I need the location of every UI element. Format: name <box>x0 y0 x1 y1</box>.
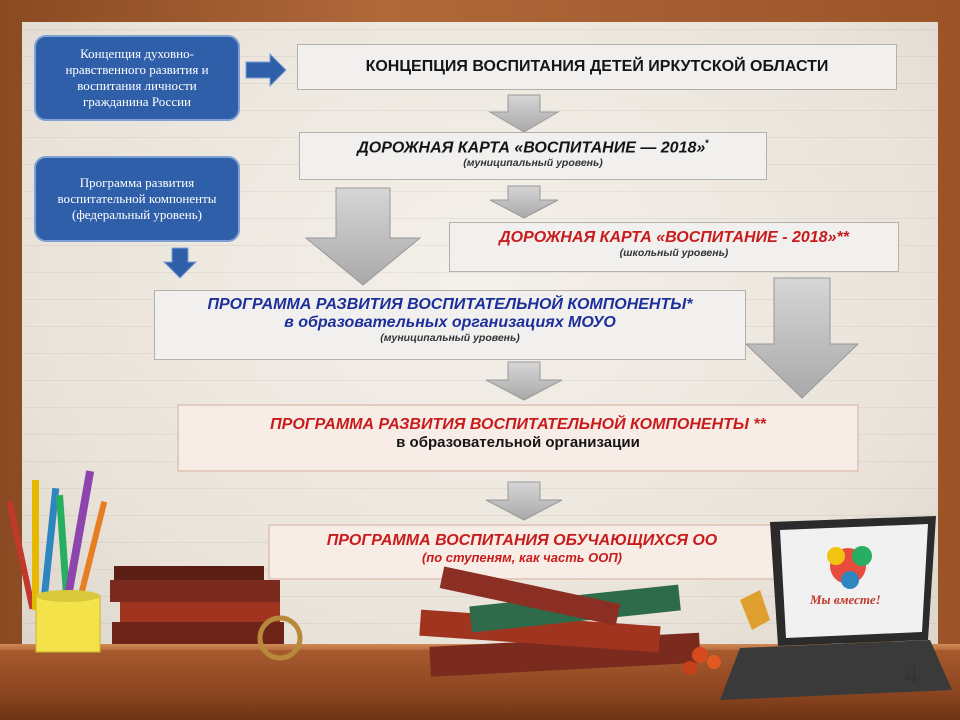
roadmap-school-title: ДОРОЖНАЯ КАРТА «ВОСПИТАНИЕ - 2018»** <box>499 229 849 246</box>
arrow-down-4 <box>485 481 563 521</box>
arrow-down-big-left <box>304 187 422 286</box>
roadmap-school-box: ДОРОЖНАЯ КАРТА «ВОСПИТАНИЕ - 2018»** (шк… <box>449 222 899 272</box>
program-org-subtitle: в образовательной организации <box>396 434 640 451</box>
arrow-down-big-right <box>744 277 860 399</box>
program-students-title: ПРОГРАММА ВОСПИТАНИЯ ОБУЧАЮЩИХСЯ ОО <box>326 532 718 549</box>
program-mouo-level: (муниципальный уровень) <box>380 332 520 344</box>
program-mouo-subtitle: в образовательных организациях МОУО <box>284 314 616 331</box>
concept-russia-text: Концепция духовно-нравственного развития… <box>65 46 209 109</box>
arrow-down-3 <box>485 361 563 401</box>
program-students-subtitle: (по ступеням, как часть ООП) <box>421 550 623 565</box>
program-students-box: ПРОГРАММА ВОСПИТАНИЯ ОБУЧАЮЩИХСЯ ОО (по … <box>268 524 776 580</box>
slide-number: 4 <box>905 660 918 689</box>
laptop-caption: Мы вместе! <box>810 592 881 607</box>
concept-irkutsk-title: КОНЦЕПЦИЯ ВОСПИТАНИЯ ДЕТЕЙ ИРКУТСКОЙ ОБЛ… <box>365 58 829 75</box>
arrow-down-2 <box>489 185 559 219</box>
concept-russia-box: Концепция духовно-нравственного развития… <box>34 35 240 121</box>
program-org-title: ПРОГРАММА РАЗВИТИЯ ВОСПИТАТЕЛЬНОЙ КОМПОН… <box>270 416 766 433</box>
book-pile-icon <box>419 566 701 677</box>
laptop-icon <box>720 516 952 700</box>
program-org-box: ПРОГРАММА РАЗВИТИЯ ВОСПИТАТЕЛЬНОЙ КОМПОН… <box>177 404 859 472</box>
roadmap-municipal-level: (муниципальный уровень) <box>463 157 603 170</box>
book-stack-left-icon <box>110 566 303 661</box>
program-federal-box: Программа развития воспитательной компон… <box>34 156 240 242</box>
arrow-down-blue <box>162 247 198 279</box>
arrow-down-1 <box>488 94 560 133</box>
program-mouo-box: ПРОГРАММА РАЗВИТИЯ ВОСПИТАТЕЛЬНОЙ КОМПОН… <box>154 290 746 360</box>
roadmap-school-level: (школьный уровень) <box>619 247 729 259</box>
roadmap-municipal-box: ДОРОЖНАЯ КАРТА «ВОСПИТАНИЕ — 2018»* (мун… <box>299 132 767 180</box>
pencil-cup-icon <box>6 470 108 653</box>
roadmap-municipal-title: ДОРОЖНАЯ КАРТА «ВОСПИТАНИЕ — 2018» <box>357 139 706 157</box>
arrow-right-blue <box>245 52 287 88</box>
roadmap-municipal-mark: * <box>705 138 709 148</box>
program-mouo-title: ПРОГРАММА РАЗВИТИЯ ВОСПИТАТЕЛЬНОЙ КОМПОН… <box>207 296 693 313</box>
concept-irkutsk-box: КОНЦЕПЦИЯ ВОСПИТАНИЯ ДЕТЕЙ ИРКУТСКОЙ ОБЛ… <box>297 44 897 90</box>
program-federal-text: Программа развития воспитательной компон… <box>57 175 217 222</box>
